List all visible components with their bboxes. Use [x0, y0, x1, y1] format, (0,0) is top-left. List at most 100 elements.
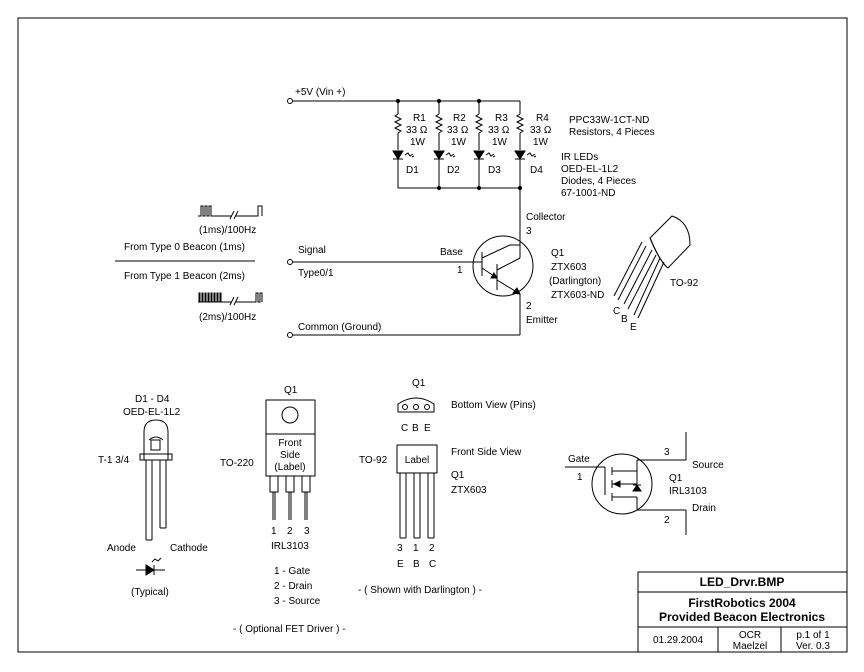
fet-gate-label: Gate: [568, 454, 590, 465]
to220-front-1: Front: [278, 438, 302, 449]
fet-symbol: [565, 432, 687, 535]
common-terminal: [287, 332, 293, 338]
led-anode-label: Anode: [107, 543, 136, 554]
led-cathode-label: Cathode: [170, 543, 208, 554]
transistor-part: ZTX603: [551, 262, 587, 273]
diode-note-3: Diodes, 4 Pieces: [561, 176, 636, 187]
to92-pin-a: 3: [397, 543, 403, 554]
resistor-ref-3: R3: [495, 113, 508, 124]
title-page: p.1 of 1: [796, 630, 830, 641]
collector-label: Collector: [526, 212, 566, 223]
title-project-line2: Provided Beacon Electronics: [659, 610, 825, 624]
resistor-part-number: PPC33W-1CT-ND: [569, 115, 649, 126]
transistor-type: (Darlington): [549, 276, 601, 287]
to220-ref: Q1: [284, 385, 298, 396]
resistor-value-4: 33 Ω: [530, 125, 552, 136]
to92-3d-pin-e: E: [630, 322, 637, 333]
diode-note-1: IR LEDs: [561, 152, 598, 163]
fet-drain-pin: 2: [664, 515, 670, 526]
led-symbol: [136, 557, 165, 576]
branch-4: R4 33 Ω 1W D4: [514, 101, 552, 188]
resistor-power-3: 1W: [492, 137, 508, 148]
to92-let-b: B: [413, 559, 420, 570]
title-version: Ver. 0.3: [796, 641, 830, 652]
resistor-ref-1: R1: [413, 113, 426, 124]
title-project-line1: FirstRobotics 2004: [688, 596, 796, 610]
to92-3d-pin-b: B: [621, 314, 628, 325]
base-label: Base: [440, 247, 463, 258]
diode-ref-3: D3: [488, 165, 501, 176]
waveform-1ms: [198, 205, 263, 220]
led-branches: R1 33 Ω 1W D1 R2 33 Ω 1W D2 R3: [392, 101, 552, 191]
transistor-order-code: ZTX603-ND: [551, 290, 604, 301]
resistor-value-3: 33 Ω: [488, 125, 510, 136]
to92-front-label: Label: [405, 455, 429, 466]
to220-pin-2: 2: [287, 526, 293, 537]
to220-front-3: (Label): [274, 462, 305, 473]
waveform-2ms-label: (2ms)/100Hz: [199, 312, 256, 323]
branch-3: R3 33 Ω 1W D3: [473, 101, 510, 188]
diode-note-4: 67-1001-ND: [561, 188, 615, 199]
to92-pin-c: 2: [429, 543, 435, 554]
branch-2: R2 33 Ω 1W D2: [433, 101, 469, 188]
common-label: Common (Ground): [298, 322, 381, 333]
to92-bottom-view-label: Bottom View (Pins): [451, 400, 536, 411]
to92-note: - ( Shown with Darlington ) -: [358, 585, 482, 596]
signal-source-2: From Type 1 Beacon (2ms): [124, 271, 245, 282]
diode-note-2: OED-EL-1L2: [561, 164, 619, 175]
supply-terminal: [287, 98, 293, 104]
fet-source-label: Source: [692, 460, 724, 471]
led-drawing: [139, 419, 173, 541]
fet-part: IRL3103: [669, 486, 707, 497]
to220-drawing: [265, 399, 316, 520]
to92-front-drawing: [396, 444, 438, 539]
emitter-label: Emitter: [526, 315, 558, 326]
fet-ref: Q1: [669, 473, 683, 484]
resistor-value-1: 33 Ω: [406, 125, 428, 136]
to92-part: ZTX603: [451, 485, 487, 496]
to220-pin-1: 1: [271, 526, 277, 537]
to92-bottom-c: C: [401, 423, 408, 434]
to92-ref: Q1: [412, 378, 426, 389]
fet-drain-label: Drain: [692, 503, 716, 514]
to92-bottom-e: E: [424, 423, 431, 434]
diode-ref-1: D1: [406, 165, 419, 176]
to92-let-c: C: [429, 559, 436, 570]
signal-terminal: [287, 259, 293, 265]
collector-pin: 3: [526, 226, 532, 237]
fet-source-pin: 3: [664, 447, 670, 458]
to92-package-3d: [613, 215, 691, 319]
to92-ref-2: Q1: [451, 470, 465, 481]
to220-front-2: Side: [280, 450, 300, 461]
resistor-description: Resistors, 4 Pieces: [569, 127, 655, 138]
resistor-power-2: 1W: [451, 137, 467, 148]
to92-package: TO-92: [359, 455, 388, 466]
fet-gate-pin: 1: [577, 472, 583, 483]
to92-bottom-view: [397, 397, 435, 413]
resistor-power-4: 1W: [533, 137, 549, 148]
led-size: T-1 3/4: [98, 455, 130, 466]
title-author-line1: OCR: [739, 630, 761, 641]
resistor-value-2: 33 Ω: [447, 125, 469, 136]
title-author-line2: Maelzel: [733, 641, 767, 652]
darlington-transistor: [472, 235, 534, 297]
title-block: LED_Drvr.BMP FirstRobotics 2004 Provided…: [637, 571, 848, 653]
led-refs: D1 - D4: [135, 394, 170, 405]
branch-1: R1 33 Ω 1W D1: [392, 101, 428, 188]
to92-3d-pin-c: C: [613, 306, 620, 317]
to92-front-view-label: Front Side View: [451, 447, 522, 458]
to220-part: IRL3103: [271, 541, 309, 552]
sheet-border: [17, 17, 848, 653]
led-typical: (Typical): [131, 587, 169, 598]
signal-source-1: From Type 0 Beacon (1ms): [124, 242, 245, 253]
resistor-ref-2: R2: [453, 113, 466, 124]
transistor-ref: Q1: [551, 248, 565, 259]
diode-ref-2: D2: [447, 165, 460, 176]
title-date: 01.29.2004: [653, 635, 703, 646]
waveform-2ms: [198, 292, 263, 306]
led-part: OED-EL-1L2: [123, 407, 181, 418]
signal-label: Signal: [298, 245, 326, 256]
to220-package: TO-220: [220, 458, 254, 469]
signal-type-label: Type0/1: [298, 268, 334, 279]
to220-pin-desc-2: 2 - Drain: [274, 581, 312, 592]
